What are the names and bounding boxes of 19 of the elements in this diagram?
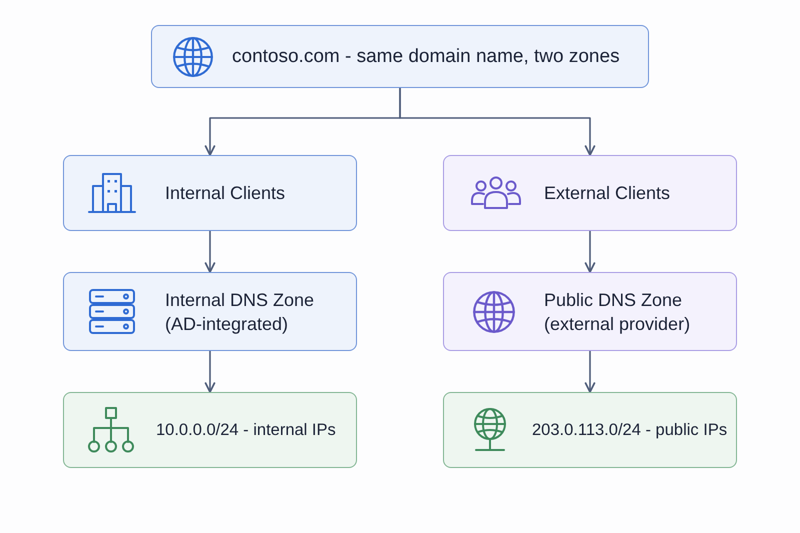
dns-zone-box [443,272,737,351]
node-label: Public DNS Zone (external provider) [544,288,692,336]
node-label: Internal Clients [165,182,286,205]
arrow [204,351,216,393]
client-group-box [63,155,357,231]
arrow [584,231,596,273]
ip-range-box [443,392,737,468]
arrow [204,231,216,273]
node-label: contoso.com - same domain name, two zones [232,44,620,68]
node-label: 10.0.0.0/24 - internal IPs [156,420,336,441]
arrow [584,351,596,393]
node-label: External Clients [544,182,670,205]
node-label: 203.0.113.0/24 - public IPs [532,420,728,441]
domain-box [151,25,649,88]
ip-range-box [63,392,357,468]
arrow [399,88,596,156]
dns-zone-box [63,272,357,351]
client-group-box [443,155,737,231]
node-label: Internal DNS Zone (AD-integrated) [165,288,316,336]
